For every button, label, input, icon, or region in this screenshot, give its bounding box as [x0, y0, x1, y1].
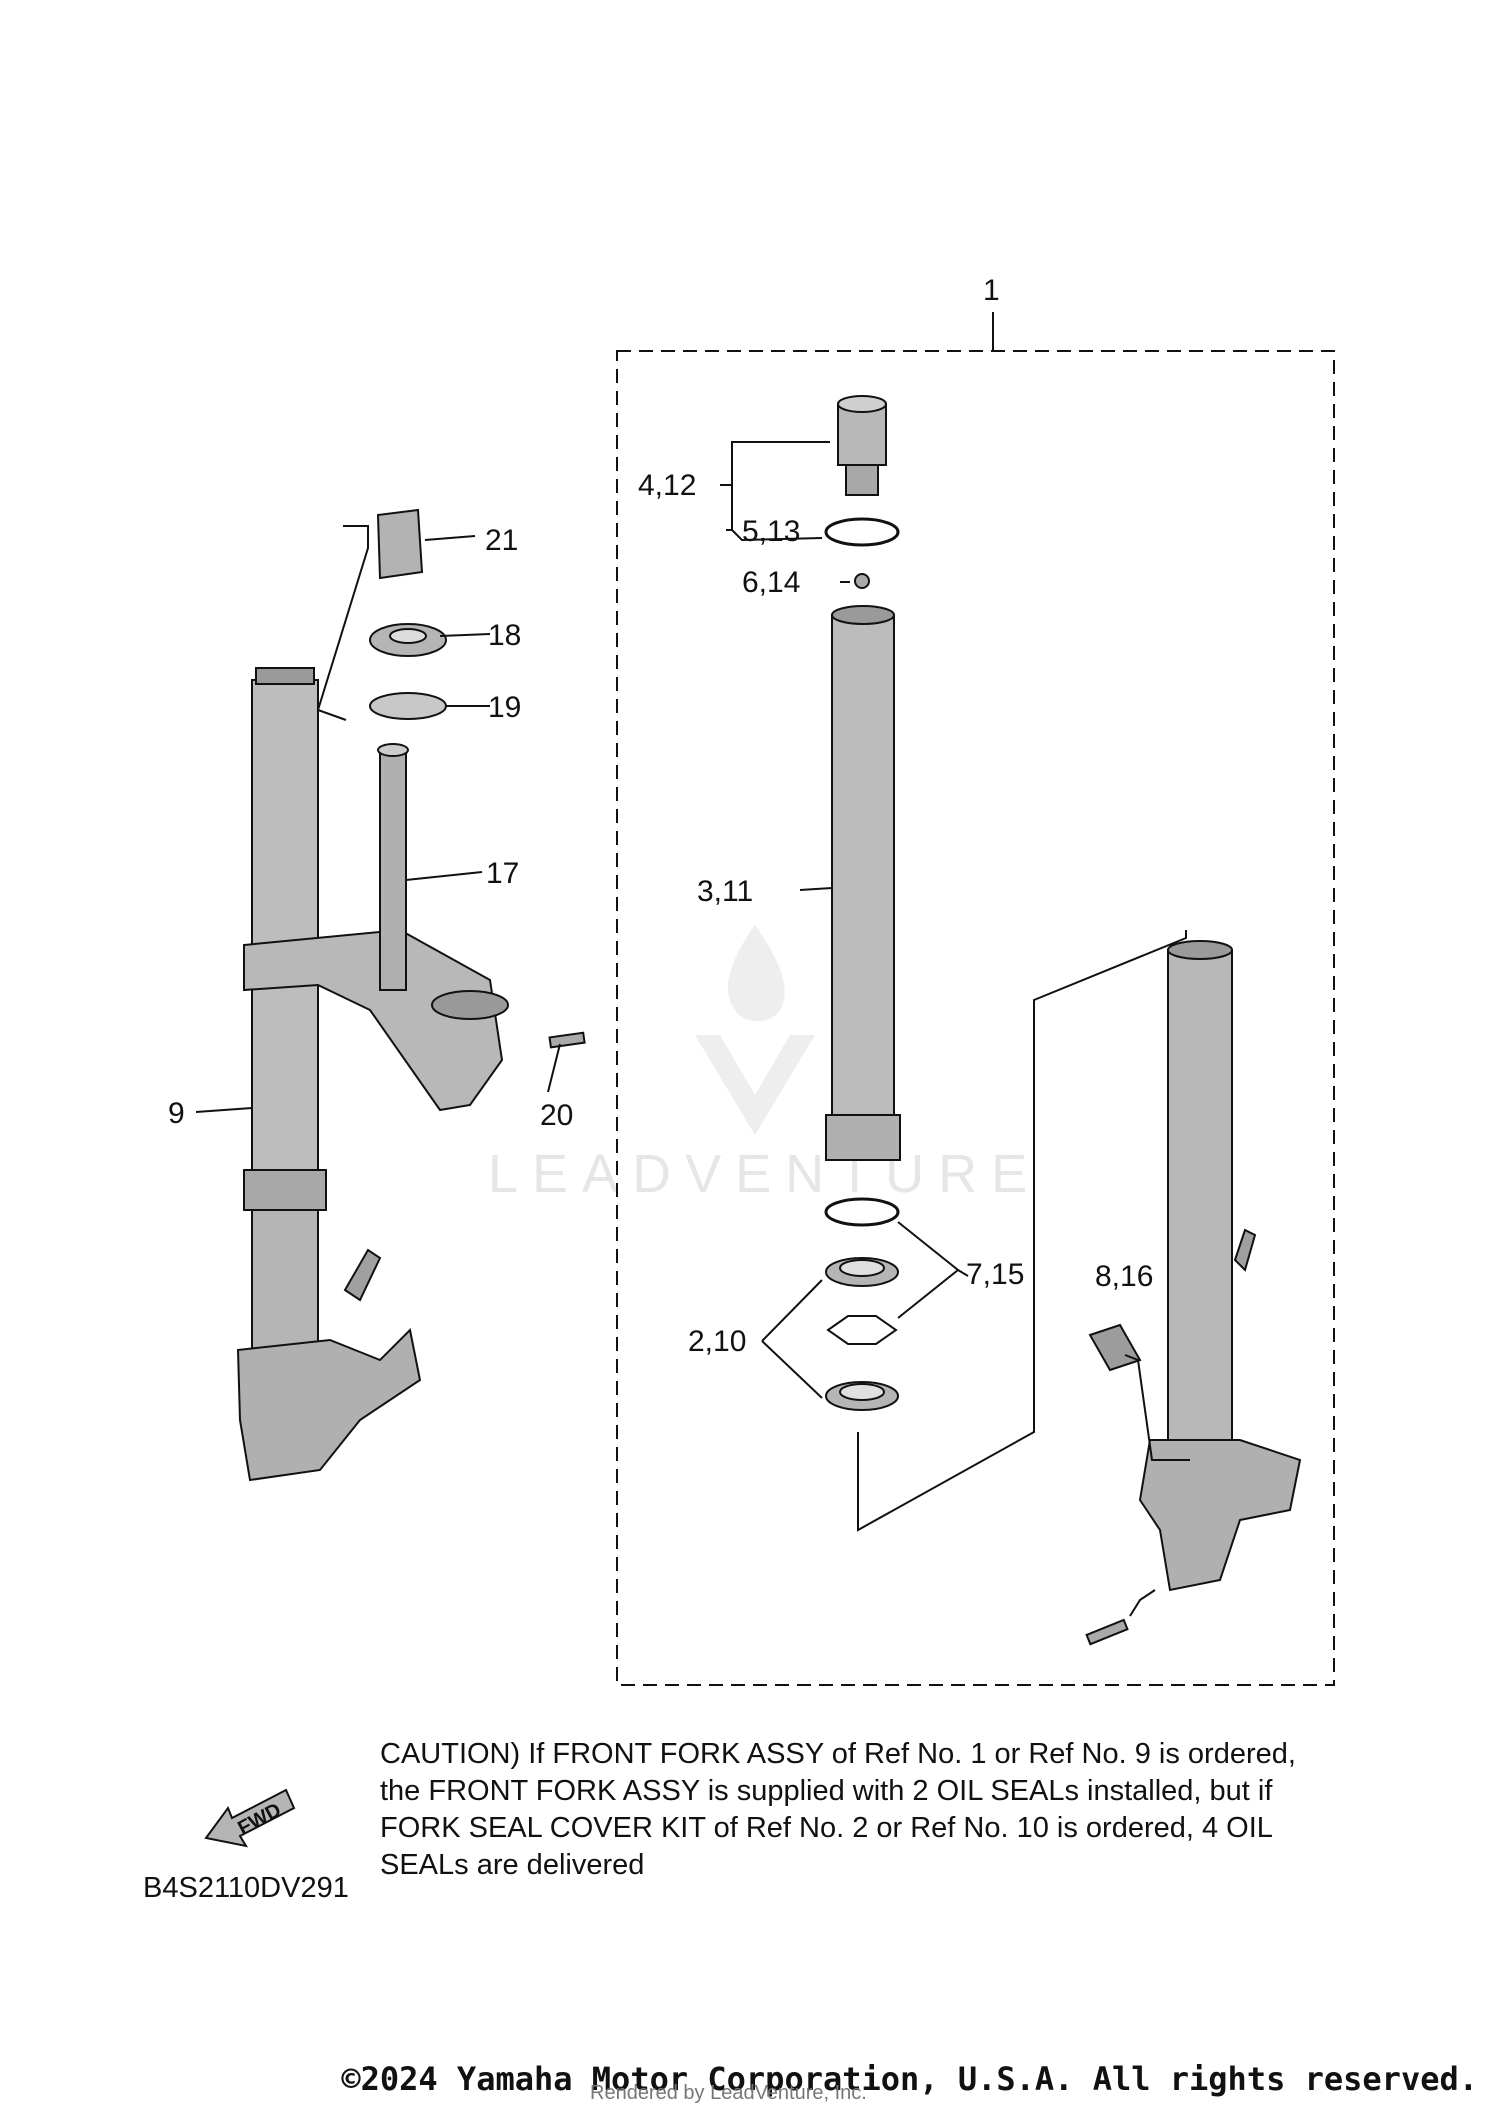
callout-label-oring: 5,13	[742, 515, 800, 548]
callout-label-seals: 7,15	[966, 1258, 1024, 1291]
watermark-text: LEADVENTURE	[488, 1144, 1041, 1204]
callout-label-seal-kit: 2,10	[688, 1325, 746, 1358]
callout-label-stem: 17	[486, 857, 519, 890]
bolt-part	[548, 1031, 586, 1049]
callout-label-left-fork: 9	[168, 1097, 185, 1130]
cover-part	[376, 508, 424, 580]
caution-line: FORK SEAL COVER KIT of Ref No. 2 or Ref …	[380, 1812, 1273, 1844]
callout-label-bearing: 19	[488, 691, 521, 724]
callout-label-cap: 4,12	[638, 469, 696, 502]
left-callout-lines	[195, 525, 561, 1113]
outer-tube-part	[825, 605, 901, 1161]
lower-bracket	[243, 928, 509, 1112]
watermark-logo	[695, 925, 815, 1135]
right-callout-lines	[720, 441, 1190, 1617]
axle-bolt-part	[1085, 1618, 1129, 1646]
callout-label-outer-tube: 3,11	[697, 875, 753, 908]
diagram-code: B4S2110DV291	[143, 1872, 349, 1904]
callout-label-label-plate: 8,16	[1095, 1260, 1153, 1293]
caution-note: CAUTION) If FRONT FORK ASSY of Ref No. 1…	[380, 1736, 1370, 1884]
assembly-box	[616, 350, 1335, 1686]
steering-stem	[377, 743, 409, 991]
inner-tube-part	[1138, 940, 1302, 1592]
copyright-notice: ©2024 Yamaha Motor Corporation, U.S.A. A…	[341, 2060, 1478, 2098]
label-plate-part	[1088, 1323, 1142, 1372]
fwd-arrow-icon: FWD	[204, 1788, 296, 1848]
o-ring-part	[824, 517, 900, 547]
seal-rings	[824, 1197, 900, 1411]
caution-line: the FRONT FORK ASSY is supplied with 2 O…	[380, 1775, 1273, 1807]
bearing-part	[369, 692, 447, 720]
callout-label-assy: 1	[983, 274, 1000, 307]
bearing-race-part	[369, 623, 447, 657]
callout-label-cover: 21	[485, 524, 518, 557]
callout-label-nut: 6,14	[742, 566, 800, 599]
rendered-by-text: Rendered by LeadVenture, Inc.	[590, 2082, 867, 2104]
fork-cap-part	[837, 395, 887, 496]
caution-line: SEALs are delivered	[380, 1849, 645, 1881]
callout-label-bearing-race: 18	[488, 619, 521, 652]
nut-part	[854, 573, 870, 589]
caution-line: CAUTION) If FRONT FORK ASSY of Ref No. 1…	[380, 1738, 1296, 1770]
callout-label-bolt: 20	[540, 1099, 573, 1132]
